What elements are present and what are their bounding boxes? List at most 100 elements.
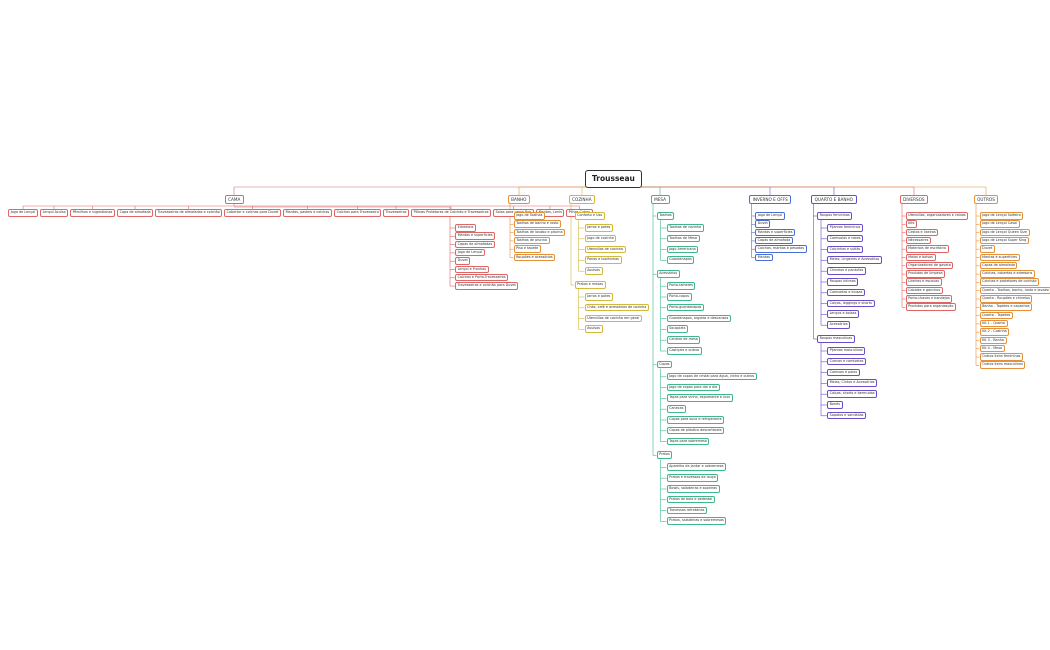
branch-banho[interactable]: BANHO bbox=[507, 195, 531, 205]
leaf-node[interactable]: Mantas e superfícies bbox=[455, 232, 496, 240]
leaf-node[interactable]: Jogo de Lençol Solteiro bbox=[979, 212, 1024, 220]
leaf-node[interactable]: Jogo de Lençol Casal bbox=[979, 220, 1020, 228]
group-node[interactable]: Roupas femininas bbox=[817, 212, 853, 220]
leaf-node[interactable]: Taças para vinho, espumante e licor bbox=[666, 394, 733, 402]
leaf-node[interactable]: Jogo de copos de cristal para água, vinh… bbox=[666, 372, 757, 381]
leaf-node[interactable]: Pratos, saladeiras e sobremesas bbox=[666, 517, 727, 525]
leaf-node[interactable]: Avulsos bbox=[584, 325, 603, 333]
leaf-node[interactable]: Capas de almofada bbox=[755, 236, 793, 245]
leaf-node[interactable]: Produtos de limpeza bbox=[905, 270, 946, 278]
leaf-node[interactable]: Outros itens femininos bbox=[979, 353, 1024, 361]
leaf-node[interactable]: Pratos e travessas de louça bbox=[666, 474, 719, 482]
leaf-node[interactable]: Colchas e protetores de colchão bbox=[979, 278, 1040, 286]
leaf-node[interactable]: Camisolas e robes bbox=[827, 234, 864, 243]
leaf-node[interactable]: Porta-talheres bbox=[666, 282, 696, 290]
leaf-node[interactable]: Roupões e acessórios bbox=[513, 253, 556, 262]
group-node[interactable]: Acessórios bbox=[656, 270, 680, 278]
leaf-node[interactable]: Utensílios, organizadores e caixas bbox=[905, 212, 969, 220]
leaf-node[interactable]: Mantas e superfícies bbox=[755, 228, 796, 237]
leaf-node[interactable]: Castiçais e outros bbox=[666, 347, 702, 355]
leaf-node[interactable]: Aparelho de jantar e sobremesa bbox=[666, 463, 727, 471]
leaf-node[interactable]: Banho - Tapetes e capachos bbox=[979, 303, 1033, 311]
group-node[interactable]: Roupas masculinas bbox=[817, 335, 855, 343]
leaf-node[interactable]: Toalhas de Mesa bbox=[666, 234, 700, 243]
leaf-node[interactable]: Mantas bbox=[755, 253, 773, 262]
branch-mesa[interactable]: MESA bbox=[650, 195, 670, 205]
leaf-node[interactable]: Materiais de escritório bbox=[905, 245, 949, 253]
leaf-node[interactable]: Porta-chaves e bandejas bbox=[905, 295, 953, 303]
leaf-node[interactable]: Canecas bbox=[666, 405, 687, 413]
leaf-node[interactable]: Jogo de Toalhas bbox=[513, 212, 545, 220]
leaf-node[interactable]: Jogo Americano bbox=[666, 245, 699, 254]
leaf-node[interactable]: Travesseiros e colchão para Duvet bbox=[455, 282, 519, 290]
leaf-node[interactable]: Quarto - Roupões e chinelos bbox=[979, 295, 1033, 303]
leaf-node[interactable]: Lençol Avulso bbox=[40, 209, 69, 217]
leaf-node[interactable]: Jogo de Lençol Super King bbox=[979, 236, 1029, 245]
leaf-node[interactable]: Calças, shorts e bermudas bbox=[827, 390, 878, 398]
leaf-node[interactable]: Jogo de Lençol Queen Size bbox=[979, 228, 1030, 237]
leaf-node[interactable]: Quarto - Toalhas, banho, rosto e lavabo bbox=[979, 286, 1050, 295]
leaf-node[interactable]: Kits bbox=[905, 220, 917, 228]
leaf-node[interactable]: Panos e toalhinhas bbox=[584, 256, 622, 264]
leaf-node[interactable]: Kit 3 - Banho bbox=[979, 336, 1007, 345]
leaf-node[interactable]: Bonés bbox=[827, 401, 843, 409]
leaf-node[interactable]: Travesseiros bbox=[383, 209, 410, 217]
branch-inverno[interactable]: INVERNO E OFFS bbox=[749, 195, 792, 205]
group-node[interactable]: Toalhas bbox=[656, 212, 675, 220]
leaf-node[interactable]: Jogo de Lençol bbox=[455, 248, 485, 257]
leaf-node[interactable]: Capas de almofada bbox=[979, 261, 1018, 270]
branch-outros[interactable]: OUTROS bbox=[973, 195, 999, 205]
leaf-node[interactable]: Porta-guardanapos bbox=[666, 303, 704, 312]
leaf-node[interactable]: Cestos e lixeiras bbox=[905, 228, 939, 237]
leaf-node[interactable]: Capa de almofada bbox=[117, 209, 154, 217]
leaf-node[interactable]: Duvet bbox=[979, 245, 995, 253]
leaf-node[interactable]: Bowls, saladeiras e sopeiras bbox=[666, 485, 720, 493]
leaf-node[interactable]: Guardanapos, argolas e descansos bbox=[666, 314, 731, 323]
branch-cama[interactable]: CAMA bbox=[224, 195, 244, 205]
leaf-node[interactable]: Toalhas de cozinha bbox=[666, 224, 704, 232]
leaf-node[interactable]: Pijamas masculinos bbox=[827, 347, 866, 355]
root-node[interactable]: Trousseau bbox=[585, 170, 642, 188]
leaf-node[interactable]: Taças para sobremesa bbox=[666, 437, 710, 446]
leaf-node[interactable]: Meias, Cintos e Acessórios bbox=[827, 379, 878, 387]
leaf-node[interactable]: Travessas refratárias bbox=[666, 506, 707, 515]
group-node[interactable]: Copos bbox=[656, 360, 673, 369]
branch-diversos[interactable]: DIVERSOS bbox=[899, 195, 929, 205]
branch-cozinha[interactable]: COZINHA bbox=[568, 195, 596, 205]
leaf-node[interactable]: Chás, café e acessórios de cozinha bbox=[584, 303, 649, 312]
leaf-node[interactable]: Colchas e Porta-Travesseiros bbox=[455, 273, 509, 282]
leaf-node[interactable]: Toalhas de banho e rosto bbox=[513, 220, 562, 228]
leaf-node[interactable]: Mantas, pasteis e colchas bbox=[283, 209, 332, 217]
leaf-node[interactable]: Travesseiros de almofadas e colchão bbox=[155, 209, 223, 217]
leaf-node[interactable]: Pêmilhos e sugestionas bbox=[70, 209, 115, 217]
leaf-node[interactable]: Capas de almofadas bbox=[455, 240, 495, 249]
leaf-node[interactable]: Pijamas femininos bbox=[827, 224, 863, 232]
leaf-node[interactable]: Kit 2 - Cozinha bbox=[979, 328, 1010, 336]
leaf-node[interactable]: Sapatos e sandálias bbox=[827, 411, 867, 420]
leaf-node[interactable]: Jarros e potes bbox=[584, 224, 613, 232]
leaf-node[interactable]: Jogo de cozinha bbox=[584, 234, 617, 243]
leaf-node[interactable]: Roupas íntimas bbox=[827, 278, 859, 286]
leaf-node[interactable]: Camisetas e blusas bbox=[827, 288, 865, 297]
leaf-node[interactable]: Utensílios de cozinha em geral bbox=[584, 314, 642, 323]
leaf-node[interactable]: Colchas, mantas e pesadas bbox=[755, 245, 807, 253]
leaf-node[interactable]: Calcinhas e sutiãs bbox=[827, 245, 863, 254]
leaf-node[interactable]: Acessórios bbox=[827, 321, 851, 329]
leaf-node[interactable]: Cuecas e camisetas bbox=[827, 357, 866, 366]
leaf-node[interactable]: Outros itens masculinos bbox=[979, 361, 1026, 369]
group-node[interactable]: Conforto e Uso bbox=[574, 212, 605, 220]
leaf-node[interactable]: Duvet bbox=[755, 220, 771, 228]
leaf-node[interactable]: Toalhas de piscina bbox=[513, 236, 550, 245]
leaf-node[interactable]: Copos de plástico descartáveis bbox=[666, 426, 725, 435]
leaf-node[interactable]: Piso e tapete bbox=[513, 245, 541, 253]
leaf-node[interactable]: Duvet bbox=[455, 257, 471, 265]
leaf-node[interactable]: Copos para suco e refrigerante bbox=[666, 416, 725, 424]
leaf-node[interactable]: Jogo de copos para dia a dia bbox=[666, 383, 720, 392]
leaf-node[interactable]: Cobertor e colchas para Duvet bbox=[224, 209, 282, 217]
leaf-node[interactable]: Avulsos bbox=[584, 267, 603, 275]
leaf-node[interactable]: Jarros e potes bbox=[584, 293, 613, 301]
branch-quarto[interactable]: QUARTO E BANHO bbox=[811, 195, 857, 205]
group-node[interactable]: Pratos bbox=[656, 451, 673, 459]
leaf-node[interactable]: Mantas e superfícies bbox=[979, 253, 1020, 262]
leaf-node[interactable]: Colchas, cobertas e edredons bbox=[979, 270, 1035, 278]
